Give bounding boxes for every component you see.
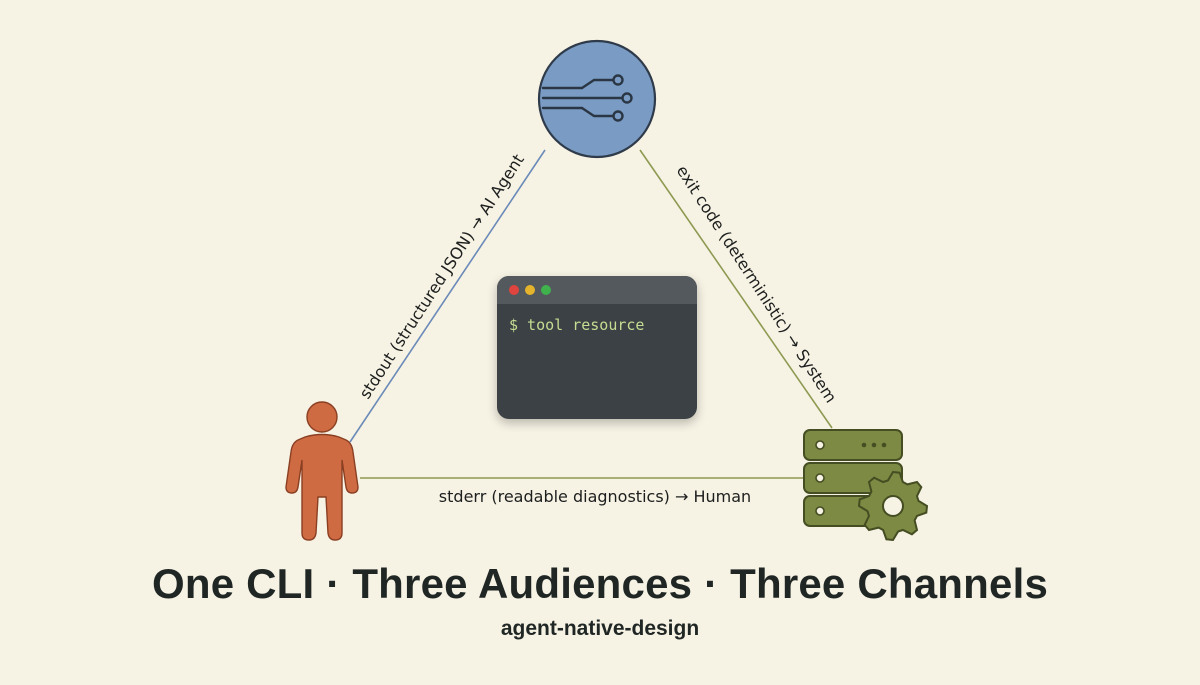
edge-stdout: [349, 149, 546, 443]
terminal-title-bar: [497, 276, 697, 304]
terminal-command: $ tool resource: [509, 316, 645, 334]
diagram-title: One CLI · Three Audiences · Three Channe…: [151, 560, 1049, 607]
diagram-subtitle: agent-native-design: [500, 617, 700, 640]
server-gear-icon: [803, 429, 929, 542]
maximize-dot-icon: [541, 285, 551, 295]
terminal-window: $ tool resource: [497, 276, 697, 419]
minimize-dot-icon: [525, 285, 535, 295]
edge-label-exit-code: exit code (deterministic) → System: [673, 162, 841, 406]
person-icon: [285, 401, 359, 541]
edge-exit-code: [639, 149, 833, 429]
edge-label-stderr: stderr (readable diagnostics) → Human: [439, 487, 751, 506]
close-dot-icon: [509, 285, 519, 295]
circuit-icon: [537, 39, 657, 159]
